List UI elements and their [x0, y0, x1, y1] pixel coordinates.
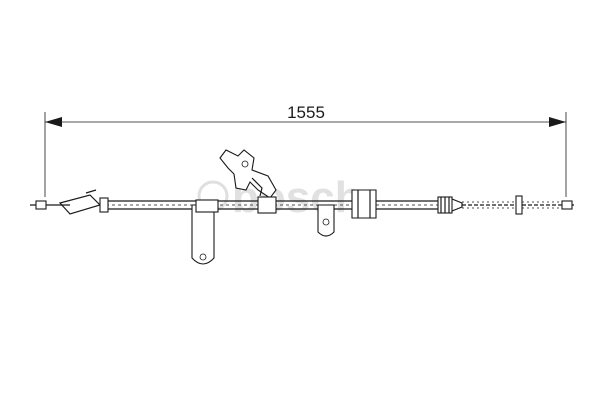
cable-end-nipple-left	[35, 200, 47, 210]
clip-middle	[257, 196, 277, 214]
mounting-bracket-upper	[219, 149, 277, 199]
dimension-arrow-right	[549, 117, 566, 127]
hanger-bracket-left	[191, 204, 215, 265]
sheath-ferrule-left	[99, 197, 109, 213]
dimension-value: 1555	[287, 103, 325, 122]
brake-cable	[30, 149, 575, 265]
bracket-right	[351, 189, 377, 219]
dimension-arrow-left	[45, 117, 62, 127]
dimension-line: 1555	[44, 103, 567, 197]
bosch-watermark: bosch	[197, 173, 362, 222]
clip-left	[195, 199, 219, 213]
cable-end-nipple-right	[561, 200, 573, 210]
hanger-tab-middle	[317, 204, 335, 237]
cable-stop-right	[515, 195, 523, 215]
